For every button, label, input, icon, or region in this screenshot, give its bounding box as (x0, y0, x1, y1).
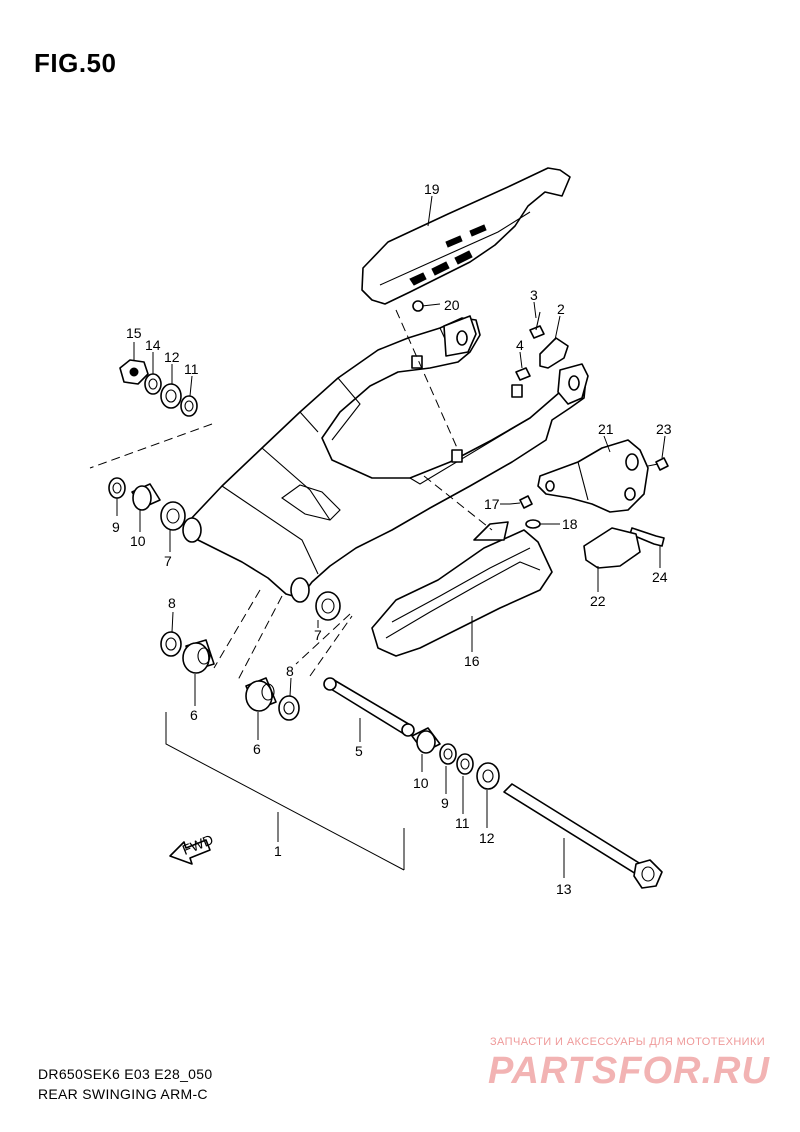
callout-7a: 7 (164, 553, 172, 569)
callout-19: 19 (424, 181, 440, 197)
bearing-6a (182, 639, 215, 674)
model-code: DR650SEK6 E03 E28_050 (38, 1066, 213, 1082)
watermark-brand: PARTSFOR.RU (488, 1050, 770, 1092)
washer-11b (456, 753, 474, 775)
nut-15 (119, 359, 149, 385)
callout-7b: 7 (314, 627, 322, 643)
callout-16: 16 (464, 653, 480, 669)
callout-11a: 11 (184, 361, 199, 377)
washer-9a (108, 477, 126, 499)
relation-lines (89, 309, 493, 681)
callout-22: 22 (590, 593, 606, 609)
callout-18: 18 (562, 516, 578, 532)
washer-8b (278, 695, 300, 721)
callout-6a: 6 (190, 707, 198, 723)
bolt-17 (509, 495, 533, 509)
callout-17: 17 (484, 496, 500, 512)
callout-24: 24 (652, 569, 668, 585)
callout-4: 4 (516, 337, 524, 353)
callout-12b: 12 (479, 830, 495, 846)
chain-guard-19 (361, 167, 571, 305)
bolt-3 (529, 311, 545, 339)
washer-9b (439, 743, 457, 765)
washer-8a (160, 631, 182, 657)
callout-15: 15 (126, 325, 142, 341)
callout-23: 23 (656, 421, 672, 437)
bracket-21 (537, 439, 649, 513)
callout-8b: 8 (286, 663, 294, 679)
callout-10b: 10 (413, 775, 429, 791)
callout-numbers: 19 20 3 2 4 15 14 12 11 9 10 7 8 6 7 8 6… (112, 181, 672, 897)
callout-5: 5 (355, 743, 363, 759)
washer-12b (476, 762, 500, 790)
spacer-10b (411, 727, 441, 754)
washer-12a (160, 383, 182, 409)
callout-9b: 9 (441, 795, 449, 811)
spacer-10a (131, 483, 161, 511)
chain-slider-16 (371, 521, 553, 657)
washer-14 (144, 373, 162, 395)
callout-20: 20 (444, 297, 460, 313)
pivot-sleeve-5 (323, 677, 415, 737)
bearing-6b (245, 677, 277, 712)
figure-title: FIG.50 (34, 48, 117, 78)
pivot-bolt-13 (503, 783, 663, 889)
callout-12a: 12 (164, 349, 180, 365)
watermark-tagline: ЗАПЧАСТИ И АКСЕССУАРЫ ДЛЯ МОТОТЕХНИКИ (490, 1036, 766, 1048)
callout-2: 2 (557, 301, 565, 317)
callout-8a: 8 (168, 595, 176, 611)
callout-21: 21 (598, 421, 614, 437)
bearing-7a (160, 501, 186, 531)
callout-14: 14 (145, 337, 161, 353)
bearing-7b (315, 591, 341, 621)
callout-11b: 11 (455, 815, 470, 831)
callout-10a: 10 (130, 533, 146, 549)
callout-6b: 6 (253, 741, 261, 757)
callout-13: 13 (556, 881, 572, 897)
figure-caption: REAR SWINGING ARM-C (38, 1086, 208, 1102)
callout-3: 3 (530, 287, 538, 303)
callout-9a: 9 (112, 519, 120, 535)
washer-11a (180, 395, 198, 417)
bolt-4 (515, 367, 531, 381)
cover-22 (583, 527, 641, 569)
fwd-arrow-icon: FWD (169, 831, 216, 865)
swingarm-1 (182, 315, 589, 603)
bolt-23 (647, 457, 669, 471)
bolt-20 (412, 300, 441, 312)
washer-18 (525, 519, 541, 529)
plate-2 (539, 337, 569, 369)
assembly-bracket (165, 712, 405, 871)
leader-lines (116, 195, 666, 878)
callout-1: 1 (274, 843, 282, 859)
